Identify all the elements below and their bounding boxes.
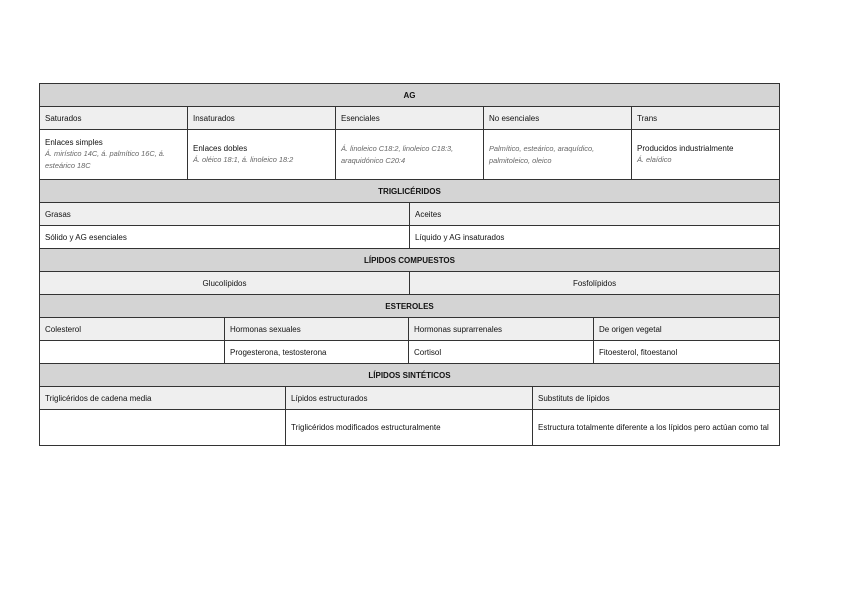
trigliceridos-header-grasas: Grasas [39, 202, 410, 226]
compuestos-header-fosfolipidos: Fosfolípidos [408, 271, 781, 295]
ag-header-insaturados: Insaturados [187, 106, 336, 130]
esteroles-value-origen-vegetal: Fitoesterol, fitoestanol [592, 340, 781, 364]
sinteticos-header-cadena-media: Triglicéridos de cadena media [39, 386, 286, 410]
ag-cell-note: Á. elaídico [637, 155, 672, 164]
sinteticos-section: LÍPIDOS SINTÉTICOS Triglicéridos de cade… [39, 364, 780, 446]
ag-cell-main: Enlaces dobles [193, 144, 248, 153]
ag-cell-no-esenciales: Palmítico, esteárico, araquídico, palmit… [483, 129, 632, 180]
sinteticos-header-estructurados: Lípidos estructurados [285, 386, 533, 410]
ag-title: AG [38, 83, 781, 107]
ag-header-saturados: Saturados [39, 106, 188, 130]
esteroles-section: ESTEROLES Colesterol Hormonas sexuales H… [38, 295, 781, 364]
ag-cell-esenciales: Á. linoleico C18:2, linoleico C18:3, ara… [335, 129, 484, 180]
ag-header-no-esenciales: No esenciales [483, 106, 632, 130]
ag-cell-saturados: Enlaces simples Á. mirístico 14C, á. pal… [39, 129, 188, 180]
ag-cell-main: Enlaces simples [45, 138, 103, 147]
ag-header-trans: Trans [630, 106, 781, 130]
esteroles-value-hormonas-suprarrenales: Cortisol [408, 340, 594, 364]
compuestos-section: LÍPIDOS COMPUESTOS Glucolípidos Fosfolíp… [38, 249, 781, 295]
esteroles-value-colesterol [39, 340, 225, 364]
compuestos-header-glucolipidos: Glucolípidos [39, 271, 410, 295]
ag-section: AG Saturados Insaturados Esenciales No e… [38, 83, 781, 180]
sinteticos-value-estructurados: Triglicéridos modificados estructuralmen… [285, 409, 533, 446]
esteroles-header-hormonas-sexuales: Hormonas sexuales [224, 317, 409, 341]
ag-cell-note: Á. oléico 18:1, á. linoleico 18:2 [193, 155, 294, 164]
sinteticos-title: LÍPIDOS SINTÉTICOS [39, 364, 780, 387]
ag-cell-note: Palmítico, esteárico, araquídico, palmit… [489, 143, 595, 165]
trigliceridos-section: TRIGLICÉRIDOS Grasas Aceites Sólido y AG… [38, 180, 781, 249]
compuestos-title: LÍPIDOS COMPUESTOS [38, 249, 781, 272]
ag-cell-note: Á. linoleico C18:2, linoleico C18:3, ara… [341, 143, 454, 165]
trigliceridos-title: TRIGLICÉRIDOS [38, 180, 781, 203]
trigliceridos-header-aceites: Aceites [408, 202, 781, 226]
ag-cell-main: Producidos industrialmente [637, 144, 734, 153]
esteroles-title: ESTEROLES [38, 295, 781, 318]
esteroles-value-hormonas-sexuales: Progesterona, testosterona [224, 340, 409, 364]
ag-cell-trans: Producidos industrialmente Á. elaídico [630, 129, 781, 180]
lipid-classification-table: AG Saturados Insaturados Esenciales No e… [38, 83, 781, 446]
ag-cell-note: Á. mirístico 14C, á. palmítico 16C, á. e… [45, 149, 165, 170]
sinteticos-value-substitutos: Estructura totalmente diferente a los lí… [532, 409, 780, 446]
trigliceridos-value-grasas: Sólido y AG esenciales [39, 225, 410, 249]
sinteticos-header-substitutos: Substituts de lípidos [532, 386, 780, 410]
esteroles-header-hormonas-suprarrenales: Hormonas suprarrenales [408, 317, 594, 341]
trigliceridos-value-aceites: Líquido y AG insaturados [408, 225, 781, 249]
esteroles-header-colesterol: Colesterol [39, 317, 225, 341]
ag-cell-insaturados: Enlaces dobles Á. oléico 18:1, á. linole… [187, 129, 336, 180]
ag-header-esenciales: Esenciales [335, 106, 484, 130]
sinteticos-value-cadena-media [39, 409, 286, 446]
esteroles-header-origen-vegetal: De origen vegetal [592, 317, 781, 341]
